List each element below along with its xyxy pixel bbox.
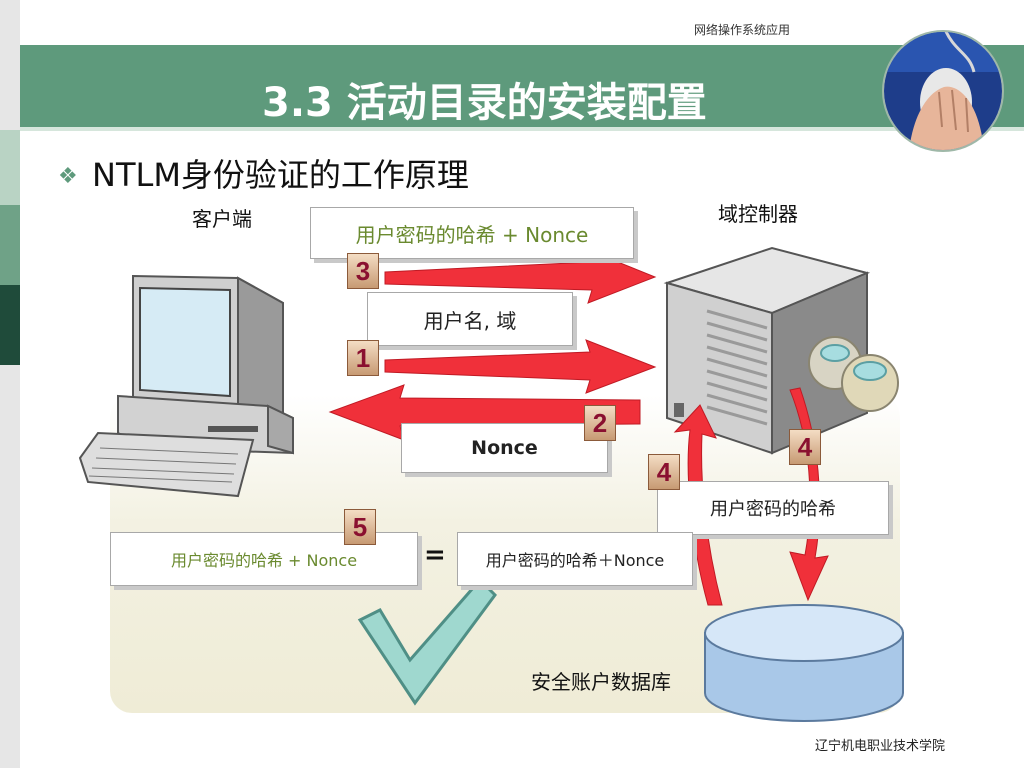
client-computer-icon [78,274,294,498]
banner-underline [20,127,1024,131]
mouse-hand-photo [882,30,1004,152]
database-icon [704,604,904,722]
section-subtitle: NTLM身份验证的工作原理 [92,156,469,194]
title-banner [20,45,1024,127]
diamond-bullet-icon: ❖ [58,164,78,189]
step-badge-3: 3 [347,253,379,289]
message-step-3: 用户密码的哈希 + Nonce [310,207,634,259]
step-badge-2: 2 [584,405,616,441]
arrow-step-3 [384,249,657,304]
step-badge-4-right: 4 [789,429,821,465]
gears-icon [808,336,899,412]
slide-title: 3.3 活动目录的安装配置 [262,80,707,126]
step-badge-5: 5 [344,509,376,545]
footer-school-name: 辽宁机电职业技术学院 [815,739,946,754]
message-step-1: 用户名, 域 [367,292,573,346]
course-name: 网络操作系统应用 [694,23,791,37]
step-badge-4-left: 4 [648,454,680,490]
comparison-right-box: 用户密码的哈希＋Nonce [457,532,693,586]
arrow-step-1 [384,339,657,394]
strip-segment-light [0,130,20,205]
client-label: 客户端 [192,207,252,231]
database-label: 安全账户数据库 [531,670,671,694]
strip-segment-mid [0,205,20,285]
domain-controller-label: 域控制器 [718,202,798,226]
equals-sign: = [424,540,446,570]
left-strip [0,0,20,768]
message-step-4: 用户密码的哈希 [657,481,889,535]
server-icon [663,246,871,455]
strip-segment-dark [0,285,20,365]
message-step-2: Nonce [401,423,608,473]
step-badge-1: 1 [347,340,379,376]
